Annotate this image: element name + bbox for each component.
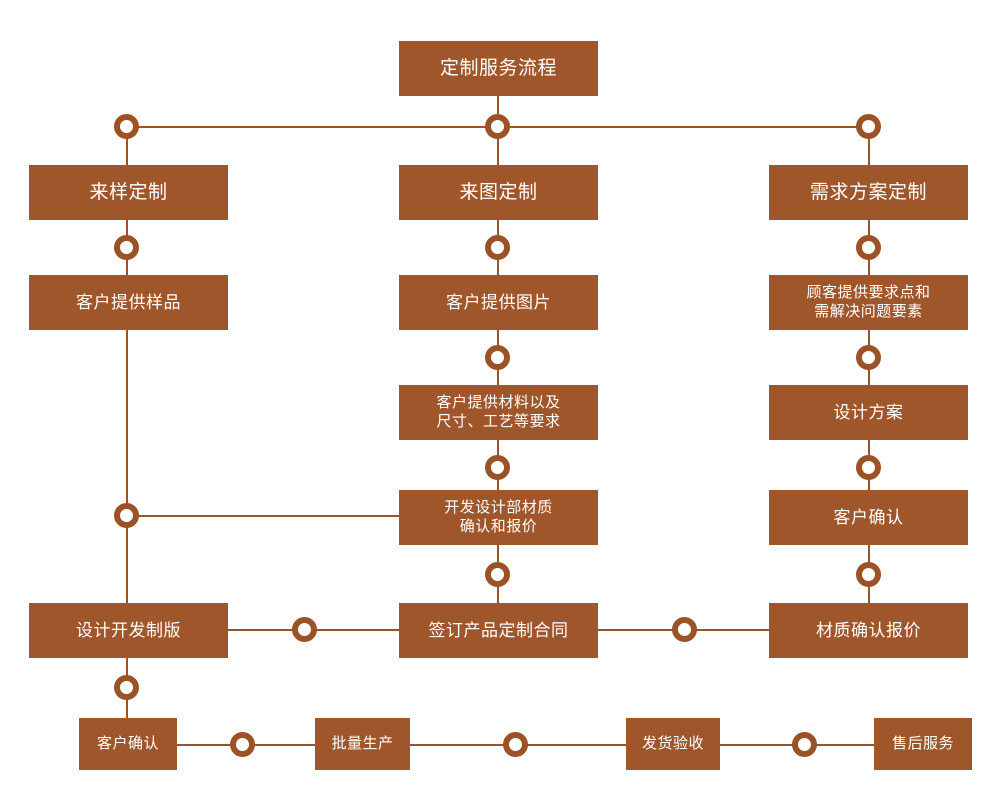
connector-node-bus-right	[856, 114, 881, 139]
node-right-step-2[interactable]: 设计方案	[769, 385, 968, 440]
connector-node-left-3	[114, 675, 139, 700]
node-label: 客户提供样品	[76, 292, 181, 312]
node-label: 设计开发制版	[76, 620, 181, 640]
node-final-4[interactable]: 售后服务	[874, 718, 972, 770]
node-left-step-1[interactable]: 客户提供样品	[29, 275, 228, 330]
connector-line-bus-drop-center	[497, 126, 499, 165]
connector-line-bus-drop-right	[868, 126, 870, 165]
node-label: 售后服务	[891, 734, 954, 752]
connector-line-left-3	[126, 515, 128, 603]
connector-node-center-4	[485, 562, 510, 587]
node-title-label: 定制服务流程	[439, 57, 557, 79]
node-final-3[interactable]: 发货验收	[626, 718, 720, 770]
connector-node-center-1	[485, 235, 510, 260]
connector-node-merge-2	[672, 617, 697, 642]
node-final-2[interactable]: 批量生产	[315, 718, 410, 770]
node-label: 顾客提供要求点和 需解决问题要素	[806, 283, 931, 320]
node-merge-center[interactable]: 签订产品定制合同	[399, 603, 598, 658]
node-label: 客户确认	[833, 507, 904, 527]
node-label: 材质确认报价	[816, 620, 921, 640]
connector-line-left-to-center	[126, 515, 400, 517]
node-merge-right[interactable]: 材质确认报价	[769, 603, 968, 658]
node-label: 设计方案	[833, 402, 904, 422]
connector-node-right-2	[856, 345, 881, 370]
connector-node-final-3	[792, 732, 817, 757]
node-label: 签订产品定制合同	[428, 620, 569, 640]
node-label: 发货验收	[641, 734, 704, 752]
node-label: 来图定制	[459, 181, 538, 203]
node-branch-header-center[interactable]: 来图定制	[399, 165, 598, 220]
node-label: 批量生产	[331, 734, 394, 752]
node-branch-header-right[interactable]: 需求方案定制	[769, 165, 968, 220]
connector-node-right-4	[856, 562, 881, 587]
connector-node-bus-left	[114, 114, 139, 139]
node-right-step-1[interactable]: 顾客提供要求点和 需解决问题要素	[769, 275, 968, 330]
node-center-step-2[interactable]: 客户提供材料以及 尺寸、工艺等要求	[399, 385, 598, 440]
connector-node-center-2	[485, 345, 510, 370]
node-final-1[interactable]: 客户确认	[79, 718, 177, 770]
connector-node-final-2	[503, 732, 528, 757]
node-branch-header-left[interactable]: 来样定制	[29, 165, 228, 220]
node-label: 需求方案定制	[809, 181, 927, 203]
connector-line-title-stem	[497, 96, 499, 128]
node-label: 客户确认	[96, 734, 159, 752]
connector-node-final-1	[230, 732, 255, 757]
connector-node-center-3	[485, 455, 510, 480]
connector-node-right-1	[856, 235, 881, 260]
connector-line-bus-drop-left	[126, 126, 128, 165]
node-label: 来样定制	[89, 181, 168, 203]
connector-node-bus-center	[485, 114, 510, 139]
connector-node-left-1	[114, 235, 139, 260]
node-title[interactable]: 定制服务流程	[399, 41, 598, 96]
node-center-step-3[interactable]: 开发设计部材质 确认和报价	[399, 490, 598, 545]
connector-node-right-3	[856, 455, 881, 480]
node-label: 客户提供材料以及 尺寸、工艺等要求	[436, 393, 561, 430]
node-label: 客户提供图片	[446, 292, 551, 312]
connector-node-merge-1	[292, 617, 317, 642]
node-merge-left[interactable]: 设计开发制版	[29, 603, 228, 658]
connector-node-left-2	[114, 503, 139, 528]
node-right-step-3[interactable]: 客户确认	[769, 490, 968, 545]
connector-line-left-2	[126, 330, 128, 516]
node-center-step-1[interactable]: 客户提供图片	[399, 275, 598, 330]
node-label: 开发设计部材质 确认和报价	[444, 498, 553, 535]
